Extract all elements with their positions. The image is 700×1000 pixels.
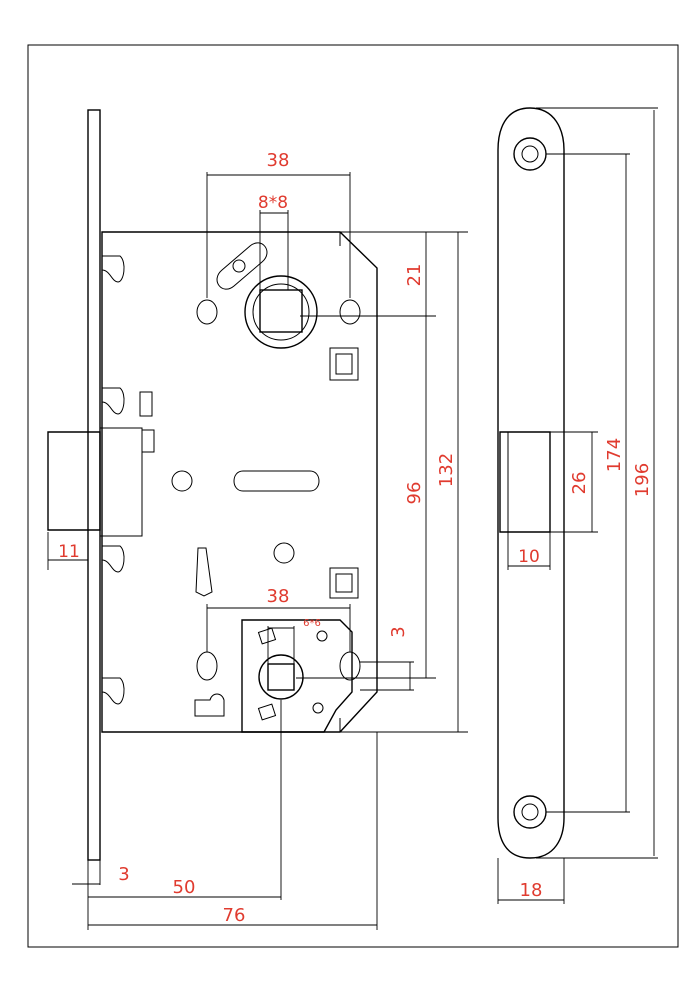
label-21: 21 xyxy=(404,264,425,287)
label-96: 96 xyxy=(404,482,425,505)
lock-case xyxy=(101,231,378,733)
label-38-lower: 38 xyxy=(267,586,290,607)
label-76: 76 xyxy=(223,905,246,926)
dimension-labels: 38 8*8 21 96 132 38 6*6 3 11 3 50 76 26 … xyxy=(58,150,653,926)
label-10: 10 xyxy=(518,547,540,567)
label-50: 50 xyxy=(173,877,196,898)
label-132: 132 xyxy=(436,453,457,487)
label-38-top: 38 xyxy=(267,150,290,171)
lower-cutout xyxy=(241,619,353,733)
dimension-lines-left xyxy=(47,172,468,930)
label-174: 174 xyxy=(604,438,625,472)
lower-square-hole xyxy=(267,663,295,691)
middle-slot xyxy=(233,470,320,492)
label-3-right: 3 xyxy=(388,626,409,637)
upper-follower xyxy=(244,275,318,349)
label-26: 26 xyxy=(569,472,590,495)
upper-square-hole xyxy=(259,289,303,333)
label-3-bottom: 3 xyxy=(118,864,129,885)
label-11: 11 xyxy=(58,542,80,562)
label-196: 196 xyxy=(632,463,653,497)
label-6x6: 6*6 xyxy=(303,618,321,629)
strike-plate xyxy=(497,107,658,904)
label-18: 18 xyxy=(520,880,543,901)
lower-follower xyxy=(258,654,304,700)
faceplate xyxy=(87,109,101,861)
latch-bolt xyxy=(47,431,101,531)
strike-outline xyxy=(497,107,565,859)
label-8x8: 8*8 xyxy=(258,193,288,213)
lock-body xyxy=(47,109,378,861)
drawing-frame xyxy=(27,44,679,948)
